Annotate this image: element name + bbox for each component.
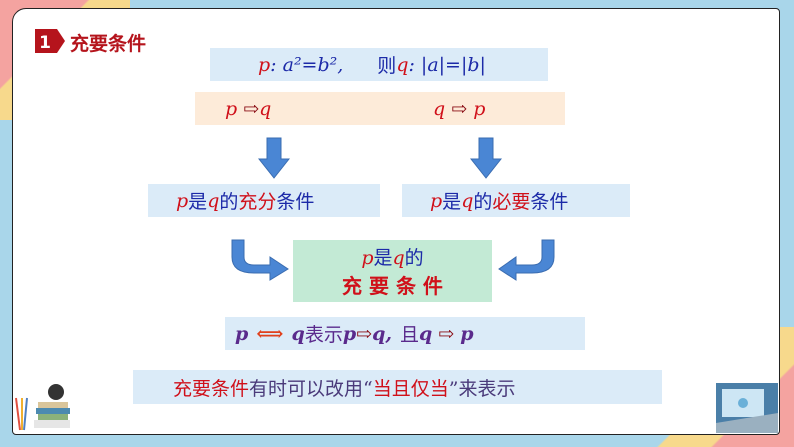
text-fragment: p xyxy=(235,322,249,345)
text-fragment: 是 xyxy=(188,191,208,213)
text-fragment: q xyxy=(259,97,272,120)
text-fragment: q xyxy=(392,247,405,269)
books-clock-image xyxy=(15,384,70,431)
text-fragment: ⇨ xyxy=(356,322,373,345)
p-implies-q: p ⇨q xyxy=(225,98,271,120)
text-fragment: q xyxy=(291,322,305,345)
text-fragment: q xyxy=(461,189,474,212)
text-fragment: 当且仅当 xyxy=(372,377,449,400)
laptop-image xyxy=(716,383,778,433)
text-fragment: ⇨ xyxy=(438,322,455,345)
down-arrow-icon xyxy=(470,137,502,179)
text-fragment: q xyxy=(207,189,220,212)
conclusion-box: p是q的 充 要 条 件 xyxy=(293,240,492,302)
text-fragment: ⇨ xyxy=(243,97,260,120)
text-fragment: 的 xyxy=(219,191,239,213)
text-fragment: 条件 xyxy=(276,191,315,213)
text-fragment: ⇨ xyxy=(451,97,468,120)
p-var: p xyxy=(258,53,271,76)
note-box: 充要条件有时可以改用“当且仅当”来表示 xyxy=(133,370,662,404)
text-fragment: p xyxy=(473,97,486,120)
then-label: 则 xyxy=(377,55,397,77)
text-fragment: 是 xyxy=(442,191,462,213)
text-fragment: 充分 xyxy=(238,191,277,213)
text-fragment: 的 xyxy=(404,247,424,269)
text-fragment: 且 xyxy=(399,324,419,346)
q-def: : |a|=|b| xyxy=(408,53,486,76)
text-fragment: q xyxy=(419,322,433,345)
down-arrow-icon xyxy=(258,137,290,179)
text-fragment: 充要条件 xyxy=(173,377,250,400)
curved-left-arrow-icon xyxy=(498,239,555,281)
text-fragment: 条件 xyxy=(530,191,569,213)
conclusion-title: 充 要 条 件 xyxy=(342,274,443,298)
text-fragment: 必要 xyxy=(492,191,531,213)
text-fragment: p xyxy=(361,247,374,269)
text-fragment: p xyxy=(342,322,357,345)
text-fragment: 有时可以改用“ xyxy=(249,377,373,400)
q-var: q xyxy=(396,53,409,76)
text-fragment: 的 xyxy=(473,191,493,213)
implication-box: p ⇨q q ⇨ p xyxy=(195,92,565,125)
p-def: : a²=b², xyxy=(270,53,344,76)
text-fragment: p xyxy=(176,189,189,212)
text-fragment: 表示 xyxy=(304,324,343,346)
text-fragment: q, xyxy=(372,322,392,345)
number-badge: 1 xyxy=(35,29,65,53)
text-fragment: p xyxy=(430,189,443,212)
text-fragment: p xyxy=(225,97,238,120)
text-fragment: q xyxy=(433,97,446,120)
text-fragment: 是 xyxy=(373,247,393,269)
text-fragment: 1 xyxy=(39,33,51,53)
text-fragment: p xyxy=(460,322,474,345)
double-arrow-icon: ⟺ xyxy=(256,322,284,345)
section-title: 充要条件 xyxy=(70,33,147,55)
q-implies-p: q ⇨ p xyxy=(433,98,485,120)
curved-right-arrow-icon xyxy=(231,239,289,281)
text-fragment: ”来表示 xyxy=(448,377,516,400)
